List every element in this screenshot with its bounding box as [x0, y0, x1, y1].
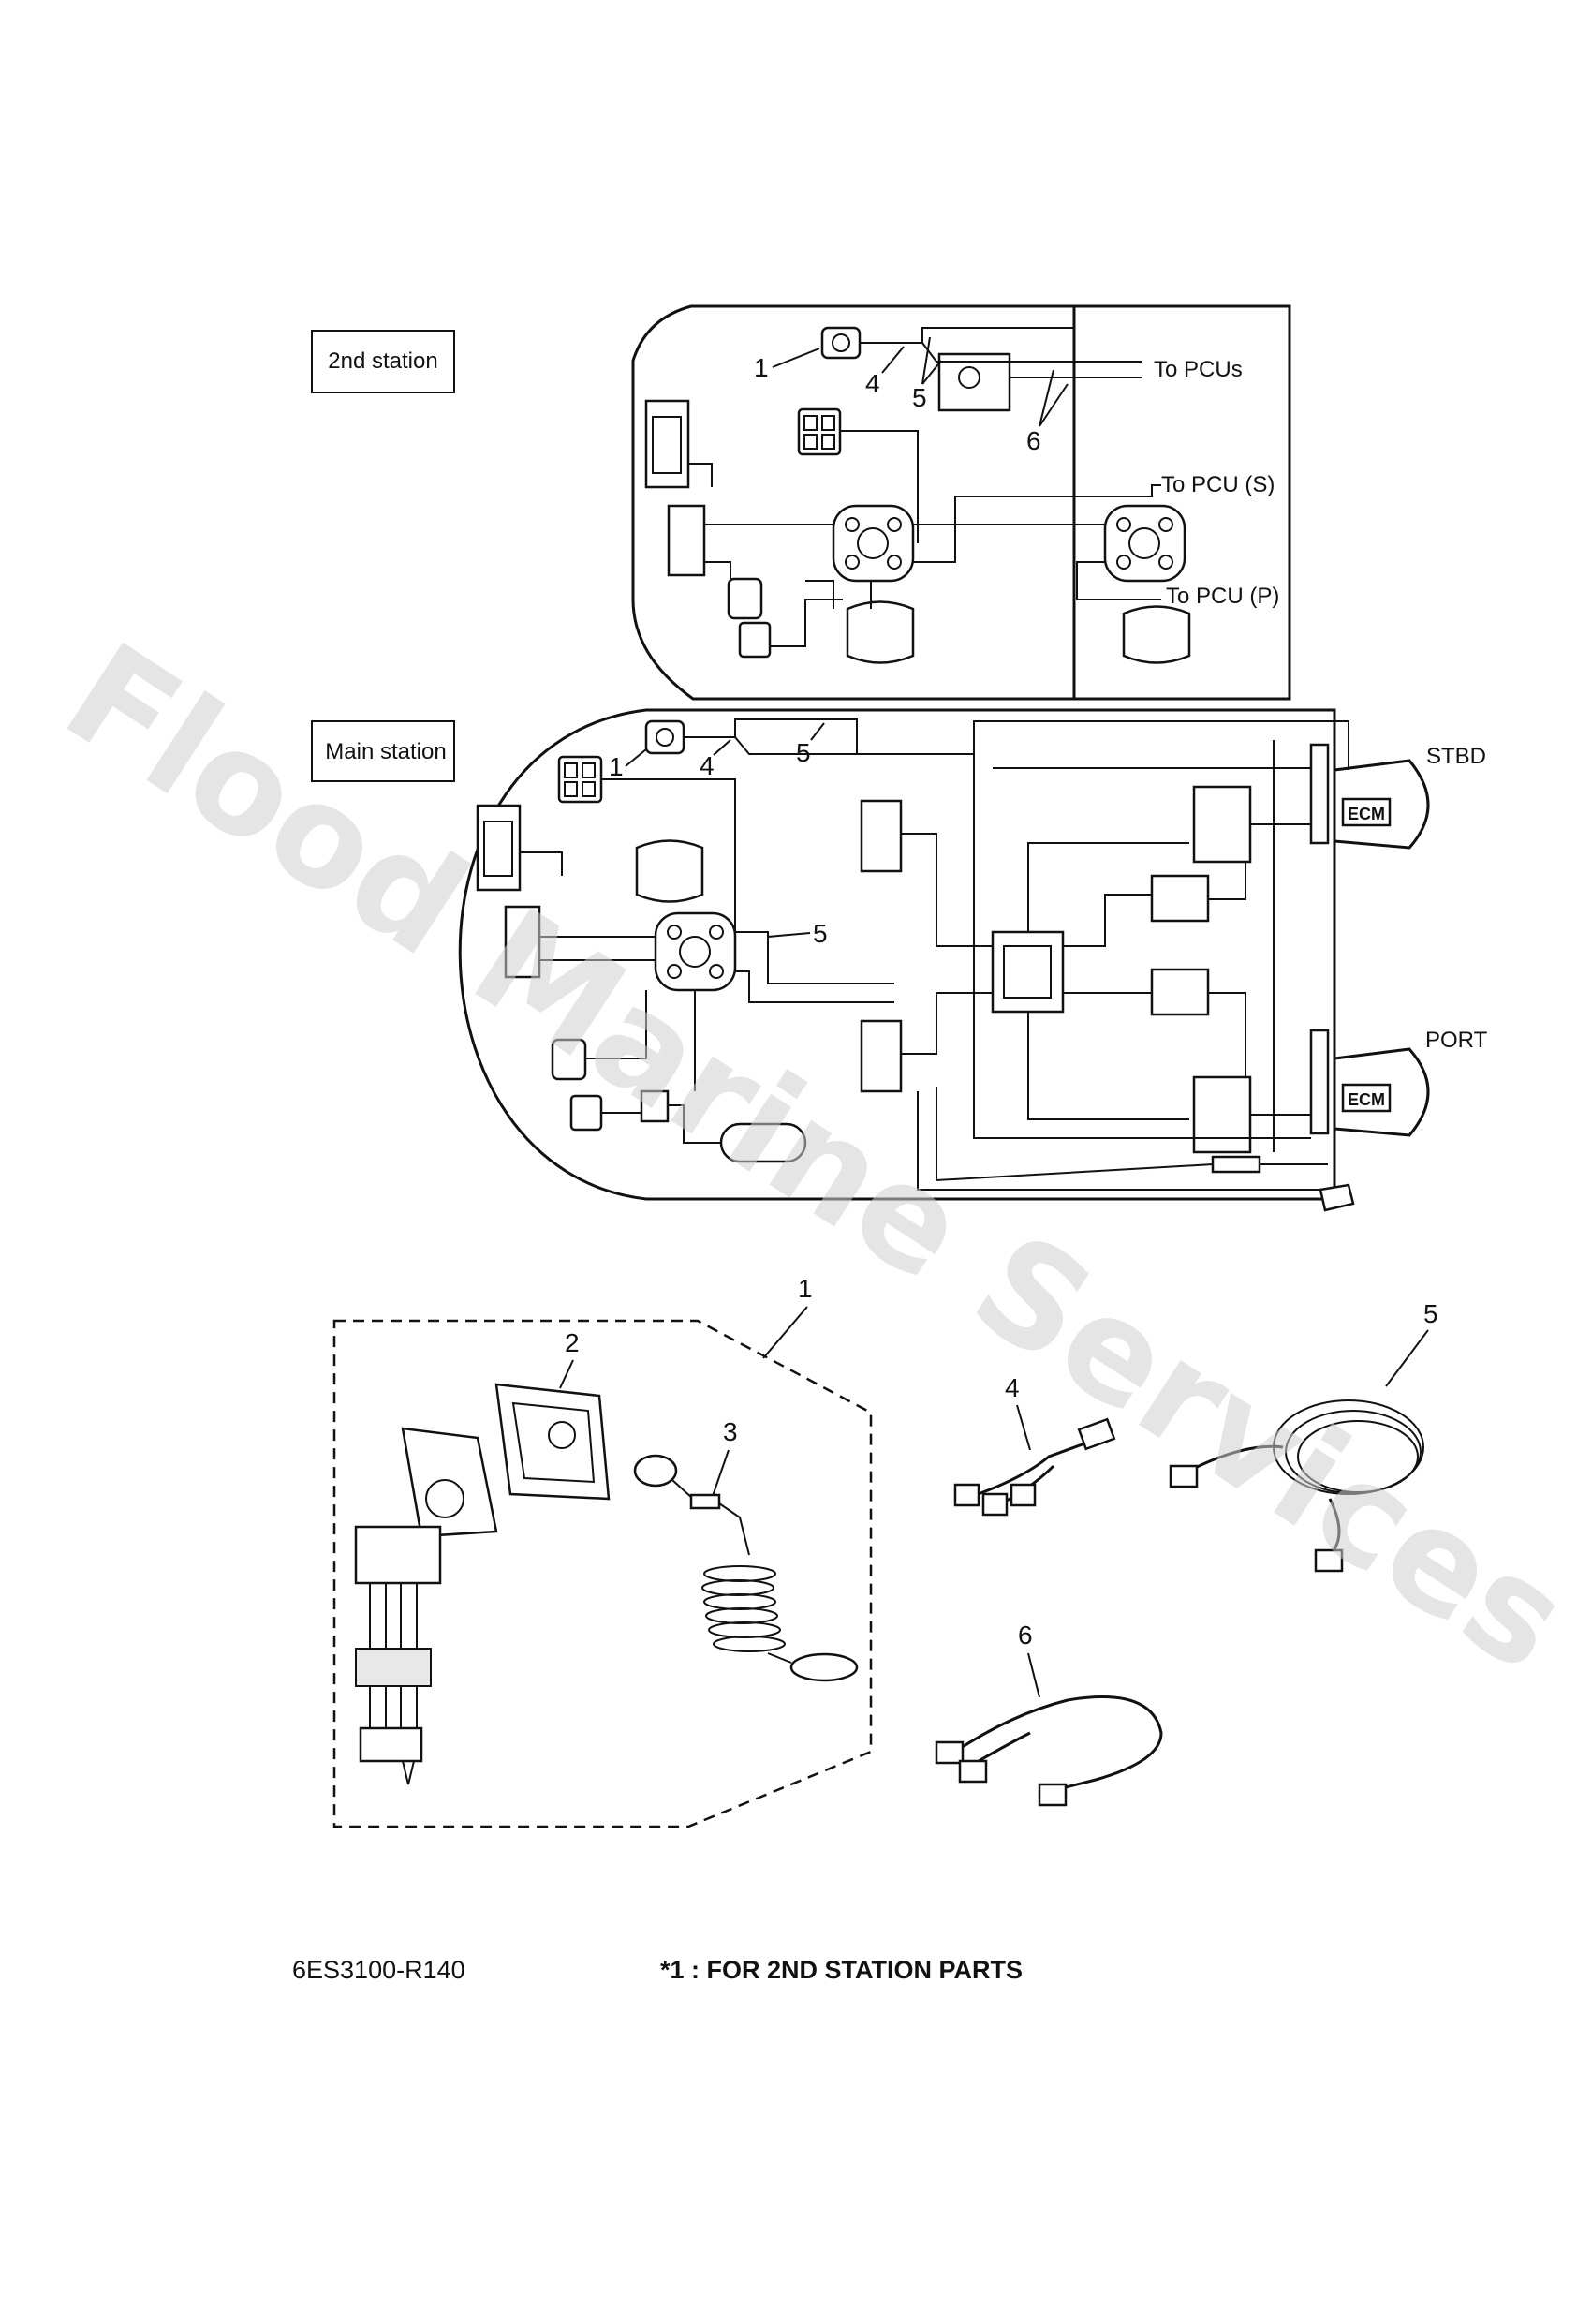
part-1-assembly-boundary — [332, 1319, 873, 1828]
main-callout-5-upper: 5 — [796, 738, 811, 767]
second-station-outline — [631, 304, 1291, 701]
junction-box-upper-icon — [860, 799, 903, 873]
lanyard-cord-icon — [633, 1454, 859, 1682]
sub-switch-box-icon — [937, 352, 1011, 412]
second-station-components — [644, 326, 1191, 664]
y-adapter-harness-icon — [953, 1417, 1116, 1517]
pcu-port-icon — [1192, 1075, 1252, 1154]
parts-breakdown: 1 2 3 — [332, 1274, 1438, 1828]
main-callout-1: 1 — [609, 752, 624, 781]
watermark: Flood Marine Services — [37, 613, 1577, 1703]
remote-control-right-icon — [1122, 605, 1191, 664]
main-station-label: Main station — [325, 739, 446, 764]
port-engine-outline — [1333, 1047, 1430, 1137]
fuse-block-icon — [667, 504, 706, 577]
second-station-panel: 2nd station — [311, 304, 1291, 701]
main-callout-5-lower: 5 — [813, 919, 828, 948]
stop-switch-body-icon — [401, 1427, 498, 1538]
wire-sleeve-icon — [355, 1648, 432, 1687]
junction-box-lower-icon — [860, 1019, 903, 1093]
second-station-wires — [688, 327, 1161, 647]
gasket-plate-icon — [494, 1383, 611, 1501]
sub-harness-icon — [935, 1695, 1163, 1807]
main-stop-switch-icon — [644, 719, 685, 755]
main-station-wires — [520, 718, 1349, 1191]
buzzer-icon — [640, 1089, 670, 1123]
main-remote-control-icon — [635, 839, 704, 903]
stbd-engine-outline — [1333, 759, 1430, 850]
stbd-connector-strip — [1309, 743, 1330, 845]
stbd-label: STBD — [1426, 744, 1486, 769]
ground-terminal-icon — [1319, 1183, 1355, 1212]
second-station-label: 2nd station — [328, 348, 437, 374]
to-pcu-p-label: To PCU (P) — [1166, 584, 1279, 609]
port-connector-strip — [1309, 1029, 1330, 1135]
to-pcus-label: To PCUs — [1154, 357, 1243, 382]
hub-left-icon — [832, 504, 915, 583]
hub-right-icon — [1103, 504, 1186, 583]
callout-5: 5 — [912, 383, 927, 412]
stop-switch-connector-icon — [359, 1726, 423, 1763]
port-label: PORT — [1425, 1028, 1488, 1053]
pcu-stbd-icon — [1192, 785, 1252, 864]
part-callout-5: 5 — [1423, 1299, 1438, 1328]
main-station-panel: Main station ECM STBD ECM PORT — [311, 708, 1488, 1212]
stop-switch-icon — [820, 326, 862, 360]
callout-1: 1 — [754, 353, 769, 382]
main-station-label-box — [311, 720, 455, 782]
part-callout-2: 2 — [565, 1328, 580, 1357]
footnote: *1 : FOR 2ND STATION PARTS — [660, 1956, 1023, 1984]
second-station-label-box — [311, 330, 455, 393]
extension-cable-coil-icon — [1169, 1399, 1424, 1573]
relay-port-icon — [1150, 968, 1210, 1016]
main-fuse-block-icon — [504, 905, 541, 979]
stop-switch-housing-icon — [354, 1525, 442, 1585]
part-callout-3: 3 — [723, 1417, 738, 1446]
to-pcu-s-label: To PCU (S) — [1161, 472, 1275, 497]
callout-6: 6 — [1026, 426, 1041, 455]
inline-fuse-icon — [1211, 1155, 1261, 1174]
stbd-ecm-label: ECM — [1348, 805, 1385, 823]
callout-4: 4 — [865, 369, 880, 398]
diagram-code: 6ES3100-R140 — [292, 1956, 465, 1984]
port-ecm-box — [1341, 1083, 1392, 1113]
relay-stbd-icon — [1150, 874, 1210, 923]
key-switch-icon — [727, 577, 763, 620]
start-switch-icon — [738, 621, 772, 659]
main-station-components — [476, 719, 1355, 1212]
port-ecm-label: ECM — [1348, 1090, 1385, 1109]
stbd-ecm-box — [1341, 797, 1392, 827]
main-station-outline — [458, 708, 1336, 1201]
part-callout-4: 4 — [1005, 1373, 1020, 1402]
remote-control-left-icon — [846, 600, 915, 664]
part-callout-1: 1 — [798, 1274, 813, 1303]
part-callout-6: 6 — [1018, 1621, 1033, 1650]
main-callout-4: 4 — [700, 751, 715, 780]
